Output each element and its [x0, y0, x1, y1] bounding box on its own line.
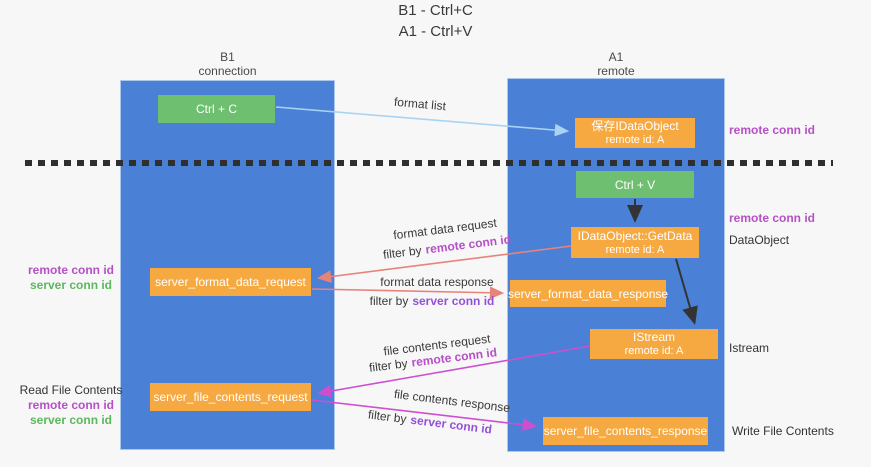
- server-file-contents-response-label: server_file_contents_response: [543, 424, 708, 438]
- title-line-1: B1 - Ctrl+C: [398, 2, 473, 19]
- getdata-line1: IDataObject::GetData: [577, 228, 693, 243]
- server-format-data-request-node: server_format_data_request: [150, 268, 311, 296]
- server-format-data-request-label: server_format_data_request: [155, 275, 306, 289]
- remote-conn-id-label-left1: remote conn id: [27, 263, 114, 277]
- remote-conn-id-label-left2: remote conn id: [27, 398, 114, 412]
- right-column-header: A1 remote: [507, 50, 725, 78]
- title-line-2: A1 - Ctrl+V: [398, 23, 473, 40]
- getdata-line2: remote id: A: [605, 243, 665, 256]
- server-file-contents-request-label: server_file_contents_request: [153, 390, 308, 404]
- left-column-role: connection: [198, 64, 257, 78]
- right-column-name: A1: [608, 50, 624, 64]
- filter-by-text: filter by: [382, 243, 423, 262]
- ctrl-v-label: Ctrl + V: [614, 177, 656, 192]
- server-format-data-response-node: server_format_data_response: [507, 280, 669, 307]
- ctrl-v-node: Ctrl + V: [576, 171, 694, 198]
- left-file-group: Read File Contents remote conn id server…: [16, 383, 126, 428]
- dataobject-label: DataObject: [729, 233, 790, 247]
- filter-by-text: filter by: [367, 407, 408, 427]
- left-conn-id-group: remote conn id server conn id: [16, 263, 126, 293]
- server-conn-id-label-left2: server conn id: [29, 413, 113, 427]
- save-dataobject-line2: remote id: A: [605, 134, 665, 146]
- server-format-data-response-label: server_format_data_response: [507, 286, 669, 301]
- server-conn-id-inline: server conn id: [412, 294, 495, 308]
- server-file-contents-response-node: server_file_contents_response: [543, 417, 708, 445]
- server-conn-id-inline: server conn id: [409, 412, 493, 437]
- remote-conn-id-label-mid: remote conn id: [729, 211, 816, 225]
- ctrl-c-label: Ctrl + C: [195, 102, 237, 116]
- format-data-response-label: format data response: [380, 275, 494, 289]
- server-file-contents-request-node: server_file_contents_request: [150, 383, 311, 411]
- save-dataobject-node: 保存IDataObject remote id: A: [575, 118, 695, 148]
- remote-conn-id-label-top: remote conn id: [729, 123, 816, 137]
- diagram-title: B1 - Ctrl+C A1 - Ctrl+V: [0, 0, 871, 42]
- filter-by-text: filter by: [369, 294, 409, 308]
- istream-line2: remote id: A: [624, 345, 684, 357]
- ctrl-c-node: Ctrl + C: [158, 95, 275, 123]
- arrow-format-request-to-response: [311, 286, 505, 300]
- right-column-role: remote: [597, 64, 635, 78]
- left-column-header: B1 connection: [120, 50, 335, 78]
- left-column-name: B1: [220, 50, 235, 64]
- write-file-contents-label: Write File Contents: [732, 424, 834, 438]
- server-conn-id-label-left1: server conn id: [29, 278, 113, 292]
- format-list-label: format list: [393, 94, 447, 114]
- istream-margin-label: Istream: [729, 341, 770, 355]
- istream-line1: IStream: [632, 330, 675, 344]
- read-file-contents-label: Read File Contents: [19, 383, 123, 397]
- getdata-node: IDataObject::GetData remote id: A: [571, 227, 699, 258]
- istream-node: IStream remote id: A: [590, 329, 718, 359]
- dashed-separator-line: [25, 160, 833, 166]
- save-dataobject-line1: 保存IDataObject: [591, 119, 679, 133]
